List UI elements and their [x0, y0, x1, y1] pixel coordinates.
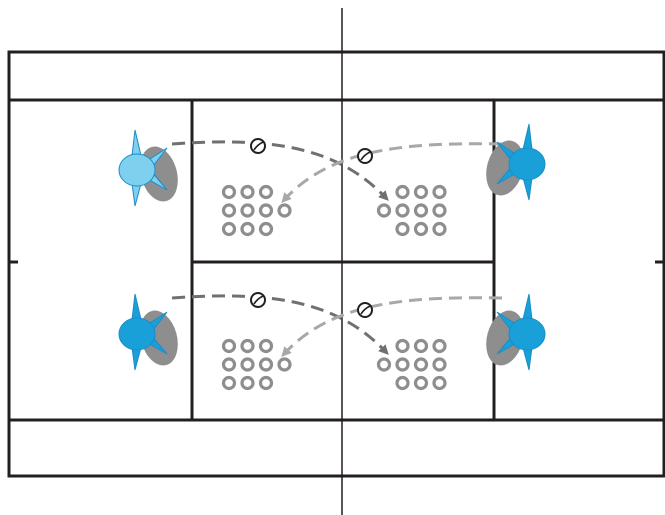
- target-cone: [221, 375, 237, 391]
- player-bottom-left-icon: [118, 293, 178, 371]
- target-cone: [258, 338, 274, 354]
- target-cone: [221, 184, 237, 200]
- targets-bottom-left: [221, 338, 292, 391]
- target-cone: [413, 203, 429, 218]
- target-cone: [240, 375, 255, 391]
- target-cone: [240, 184, 255, 200]
- target-cone: [432, 221, 447, 237]
- court-outer-boundary: [7, 50, 665, 478]
- target-cone: [240, 203, 255, 218]
- target-cone: [376, 357, 392, 372]
- shots-layer: [171, 140, 503, 357]
- target-cone: [221, 203, 237, 218]
- target-cone: [413, 357, 429, 372]
- target-cone: [258, 221, 274, 237]
- tennis-court: [7, 50, 665, 478]
- target-cone: [413, 338, 429, 354]
- target-cone: [258, 357, 274, 372]
- target-cone: [221, 357, 237, 372]
- target-cone: [432, 338, 447, 354]
- target-cone: [395, 221, 410, 237]
- target-cone: [221, 338, 237, 354]
- tennis-ball-icon: [250, 292, 266, 308]
- target-cone: [395, 357, 410, 372]
- shot-bottom-left-to-right: [171, 294, 389, 355]
- target-cone: [221, 221, 237, 237]
- target-cone: [395, 338, 410, 354]
- target-cone: [432, 357, 447, 372]
- targets-layer: [221, 184, 447, 391]
- target-cone: [258, 375, 274, 391]
- target-cone: [395, 184, 410, 200]
- target-cone: [413, 375, 429, 391]
- balls-layer: [250, 138, 373, 318]
- targets-top-right: [376, 184, 447, 237]
- targets-bottom-right: [376, 338, 447, 391]
- target-cone: [432, 203, 447, 218]
- shot-bottom-right-to-left: [281, 296, 503, 357]
- player-top-right-icon: [486, 123, 546, 201]
- target-cone: [432, 184, 447, 200]
- players-layer: [118, 123, 546, 371]
- target-cone: [240, 221, 255, 237]
- tennis-ball-icon: [250, 138, 266, 154]
- targets-top-left: [221, 184, 292, 237]
- target-cone: [258, 203, 274, 218]
- target-cone: [240, 357, 255, 372]
- target-cone: [376, 203, 392, 218]
- target-cone: [395, 203, 410, 218]
- target-cone: [413, 221, 429, 237]
- target-cone: [277, 203, 292, 218]
- player-bottom-right-icon: [486, 293, 546, 371]
- target-cone: [432, 375, 447, 391]
- shot-top-right-to-left: [281, 142, 503, 203]
- target-cone: [277, 357, 292, 372]
- player-top-left-icon: [118, 129, 178, 207]
- tennis-ball-icon: [357, 148, 373, 164]
- target-cone: [258, 184, 274, 200]
- target-cone: [413, 184, 429, 200]
- target-cone: [240, 338, 255, 354]
- tennis-ball-icon: [357, 302, 373, 318]
- target-cone: [395, 375, 410, 391]
- shot-top-left-to-right: [171, 140, 389, 201]
